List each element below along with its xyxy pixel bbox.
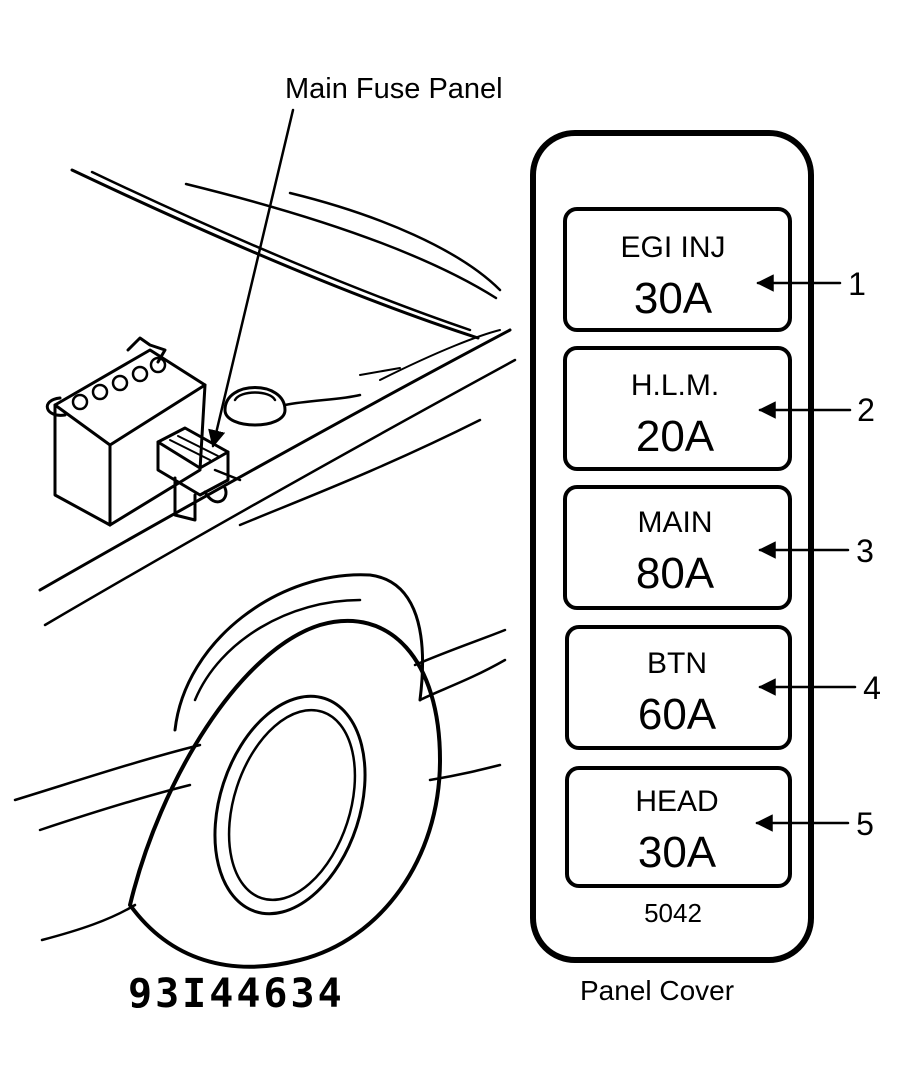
fuse-5: HEAD 30A 5 xyxy=(565,766,874,888)
fuse-name: MAIN xyxy=(638,506,713,539)
fuse-rating: 30A xyxy=(638,828,717,877)
car-engine-bay-illustration xyxy=(13,168,517,969)
fuse-rating: 80A xyxy=(636,549,715,598)
battery xyxy=(46,336,207,527)
fuse-number: 3 xyxy=(856,533,874,569)
fuse-2: H.L.M. 20A 2 xyxy=(563,346,875,471)
front-tire xyxy=(128,618,442,969)
panel-cover-outline xyxy=(530,130,814,963)
reservoir-cap xyxy=(223,386,362,427)
panel-cover-label: Panel Cover xyxy=(580,975,734,1006)
fuse-list: EGI INJ 30A 1 H.L.M. 20A 2 MAIN 80A 3 BT… xyxy=(563,207,881,888)
panel-code: 5042 xyxy=(644,898,702,928)
fuse-rating: 30A xyxy=(634,274,713,323)
fuse-1: EGI INJ 30A 1 xyxy=(563,207,866,332)
fuse-number: 1 xyxy=(848,266,866,302)
panel-cover xyxy=(530,130,814,963)
fuse-number: 2 xyxy=(857,392,875,428)
main-fuse-panel-label: Main Fuse Panel xyxy=(285,73,503,105)
main-fuse-panel-block xyxy=(156,426,242,522)
fuse-4: BTN 60A 4 xyxy=(565,625,881,750)
fuse-name: BTN xyxy=(647,647,707,680)
fuse-name: H.L.M. xyxy=(631,369,719,402)
callout-leader-line xyxy=(208,108,295,448)
fuse-rating: 60A xyxy=(638,690,717,739)
figure-id: 93I44634 xyxy=(128,971,345,1017)
fuse-number: 4 xyxy=(863,670,881,706)
fender xyxy=(13,328,517,942)
fuse-box xyxy=(563,485,792,610)
fuse-number: 5 xyxy=(856,806,874,842)
hood xyxy=(70,168,502,340)
fuse-box xyxy=(565,766,792,888)
fuse-box xyxy=(563,207,792,332)
fuse-name: EGI INJ xyxy=(620,231,725,264)
fuse-rating: 20A xyxy=(636,412,715,461)
fuse-name: HEAD xyxy=(635,785,718,818)
fuse-box xyxy=(563,346,792,471)
fuse-3: MAIN 80A 3 xyxy=(563,485,874,610)
